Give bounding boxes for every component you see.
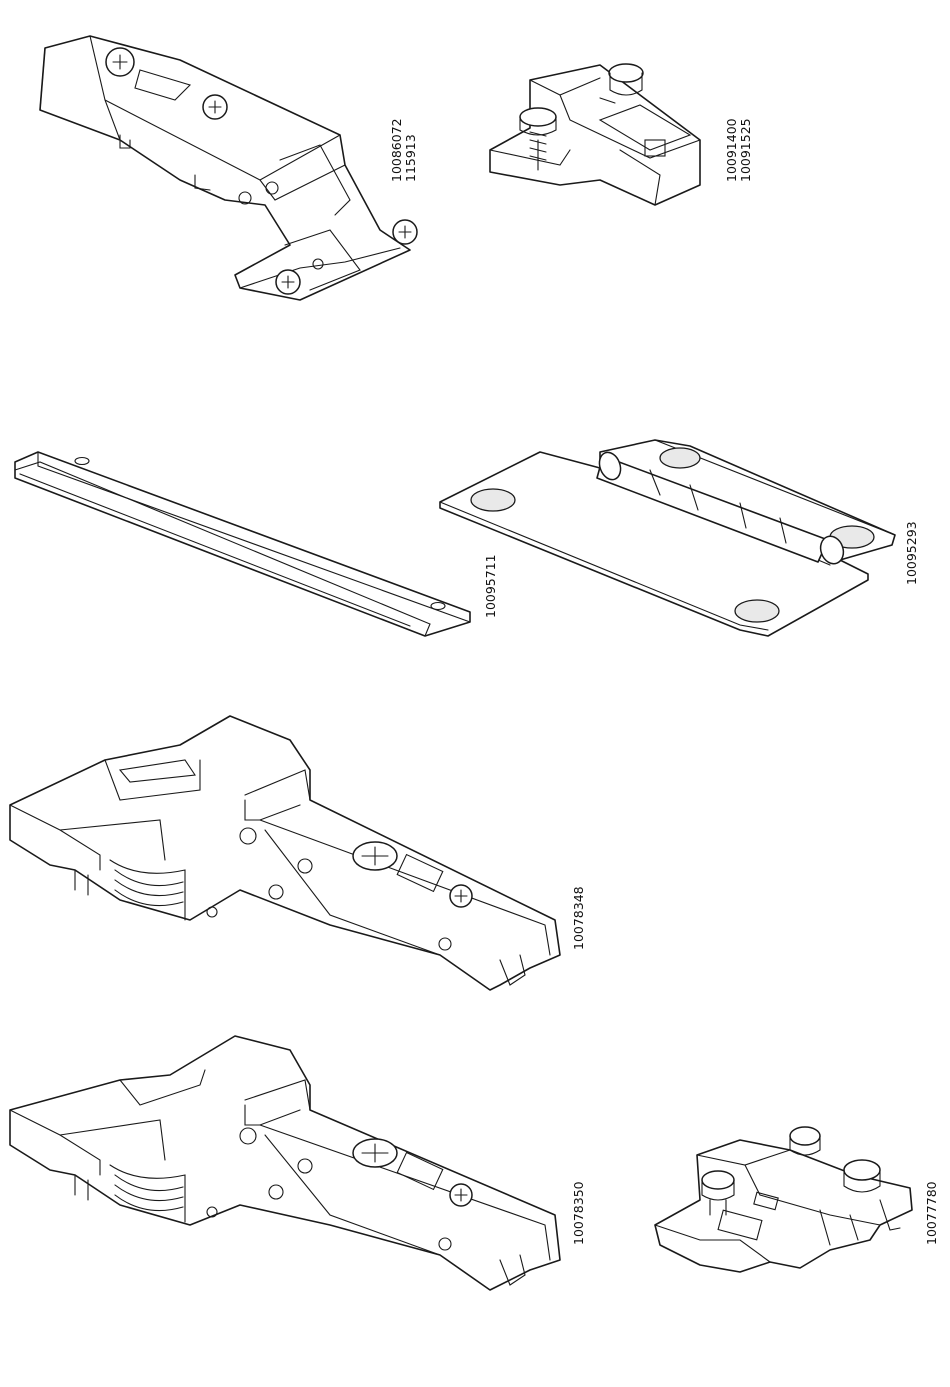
hinge-middle-drawing <box>10 716 560 990</box>
part-number-115913: 115913 <box>403 134 418 182</box>
label-group-top-right: 10091400 10091525 <box>724 118 753 182</box>
part-number-10077780: 10077780 <box>924 1181 939 1245</box>
label-group-top-left: 10086072 115913 <box>389 118 418 182</box>
mounting-plate-bottom-right-drawing <box>655 1127 912 1272</box>
part-number-10078348: 10078348 <box>571 886 586 950</box>
hinge-top-left-drawing <box>40 36 417 300</box>
hinge-bottom-drawing <box>10 1036 560 1290</box>
mounting-plate-top-right-drawing <box>490 64 700 205</box>
part-number-10078350: 10078350 <box>571 1181 586 1245</box>
part-number-10095293: 10095293 <box>904 521 919 585</box>
part-number-10095711: 10095711 <box>483 554 498 618</box>
part-number-10086072: 10086072 <box>389 118 404 182</box>
rail-drawing <box>15 452 470 636</box>
flat-hinge-drawing <box>440 440 895 636</box>
part-number-10091400: 10091400 <box>724 118 739 182</box>
part-number-10091525: 10091525 <box>738 118 753 182</box>
